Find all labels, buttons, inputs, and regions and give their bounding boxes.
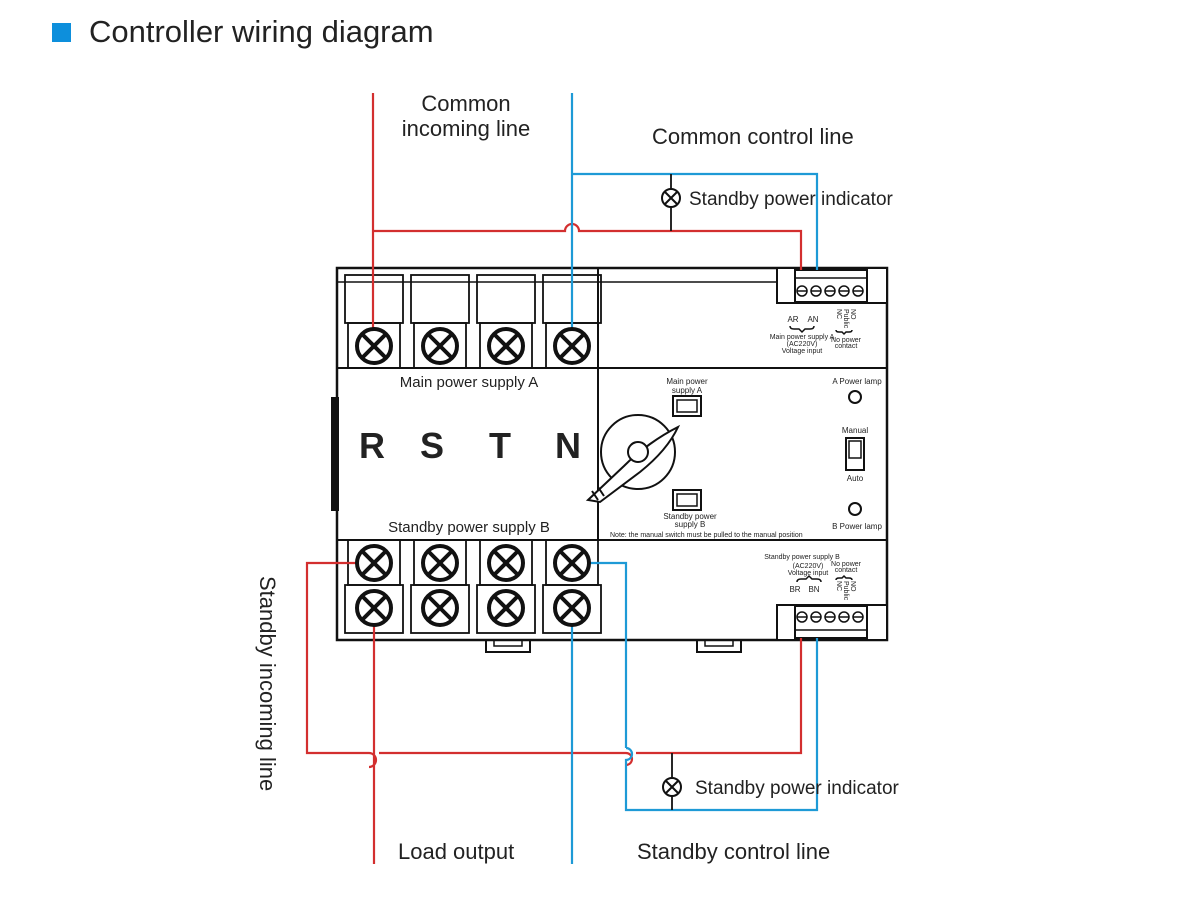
terminal-public-label: Public <box>842 309 849 329</box>
neutral-wires <box>570 93 819 864</box>
power-lamp-b-icon <box>848 502 862 516</box>
button-a-label-2: supply A <box>672 386 703 395</box>
bottom-contact-label-2: contact <box>835 567 858 574</box>
terminal-screw-icon <box>487 327 525 365</box>
manual-auto-switch[interactable] <box>845 437 865 471</box>
terminal-bn-label: BN <box>808 585 819 594</box>
page-title: Controller wiring diagram <box>52 14 434 50</box>
terminal-screw-icon <box>355 544 393 582</box>
top-terminal-housings <box>337 274 887 369</box>
top-supply-label: Main power supply A <box>770 334 835 341</box>
button-b-label-2: supply B <box>675 520 706 529</box>
terminal-nc-label: NC <box>835 309 842 319</box>
common-incoming-line-label-2: incoming line <box>402 116 530 141</box>
live-wires <box>305 93 803 864</box>
title-text: Controller wiring diagram <box>89 14 434 49</box>
phase-s-label: S <box>420 425 444 466</box>
bottom-terminal-no-label: NO <box>849 581 856 592</box>
title-bullet-icon <box>52 22 71 42</box>
terminal-ar-label: AR <box>787 315 798 324</box>
standby-power-supply-label: Standby power supply B <box>388 519 550 536</box>
top-voltage-input-label: Voltage input <box>782 348 823 355</box>
bottom-terminal-public-label: Public <box>842 581 849 601</box>
standby-indicator-top-label: Standby power indicator <box>689 189 894 210</box>
terminal-screw-icon <box>421 544 459 582</box>
bottom-contact-label: No power <box>831 561 862 568</box>
terminal-screw-icon <box>487 544 525 582</box>
phase-r-label: R <box>359 425 385 466</box>
terminal-screw-icon <box>553 327 591 365</box>
switch-auto-label: Auto <box>847 474 864 483</box>
bottom-terminal-housings <box>344 539 602 634</box>
bottom-voltage-input-label: Voltage input <box>788 570 829 577</box>
terminal-screw-icon <box>421 327 459 365</box>
button-a-label: Main power <box>666 377 708 386</box>
terminal-screw-icon <box>553 589 591 627</box>
common-control-line-label: Common control line <box>652 124 854 149</box>
button-main-supply-a[interactable] <box>672 395 702 417</box>
terminal-br-label: BR <box>789 585 800 594</box>
terminal-an-label: AN <box>807 315 818 324</box>
standby-indicator-bottom-label: Standby power indicator <box>695 778 900 799</box>
top-contact-label-2: contact <box>835 343 858 350</box>
switch-manual-label: Manual <box>842 426 868 435</box>
standby-control-line-label: Standby control line <box>637 839 830 864</box>
bottom-control-screws <box>796 611 864 623</box>
lamp-b-label: B Power lamp <box>832 522 882 531</box>
standby-incoming-line-label: Standby incoming line <box>255 576 280 791</box>
button-b-label: Standby power <box>663 512 717 521</box>
standby-indicator-lamp-icon <box>661 188 681 208</box>
terminal-screw-icon <box>553 544 591 582</box>
terminal-screw-icon <box>421 589 459 627</box>
top-control-screws <box>796 285 864 297</box>
phase-t-label: T <box>489 425 511 466</box>
common-incoming-line-label: Common <box>421 91 510 116</box>
button-standby-supply-b[interactable] <box>672 489 702 511</box>
load-output-label: Load output <box>398 839 514 864</box>
phase-n-label: N <box>555 425 581 466</box>
main-power-supply-label: Main power supply A <box>400 374 538 391</box>
terminal-no-label: NO <box>849 309 856 320</box>
lamp-a-label: A Power lamp <box>832 377 882 386</box>
bottom-voltage-label: (AC220V) <box>793 563 824 570</box>
manual-switch-note: Note: the manual switch must be pulled t… <box>610 532 803 539</box>
standby-indicator-lamp-icon <box>662 777 682 797</box>
bottom-terminal-nc-label: NC <box>835 581 842 591</box>
power-lamp-a-icon <box>848 390 862 404</box>
top-voltage-label: (AC220V) <box>787 341 818 348</box>
terminal-screw-icon <box>355 589 393 627</box>
rotary-handle-icon <box>585 414 681 504</box>
bottom-supply-label: Standby power supply B <box>764 554 840 561</box>
terminal-screw-icon <box>355 327 393 365</box>
top-contact-label: No power <box>831 337 862 344</box>
terminal-screw-icon <box>487 589 525 627</box>
